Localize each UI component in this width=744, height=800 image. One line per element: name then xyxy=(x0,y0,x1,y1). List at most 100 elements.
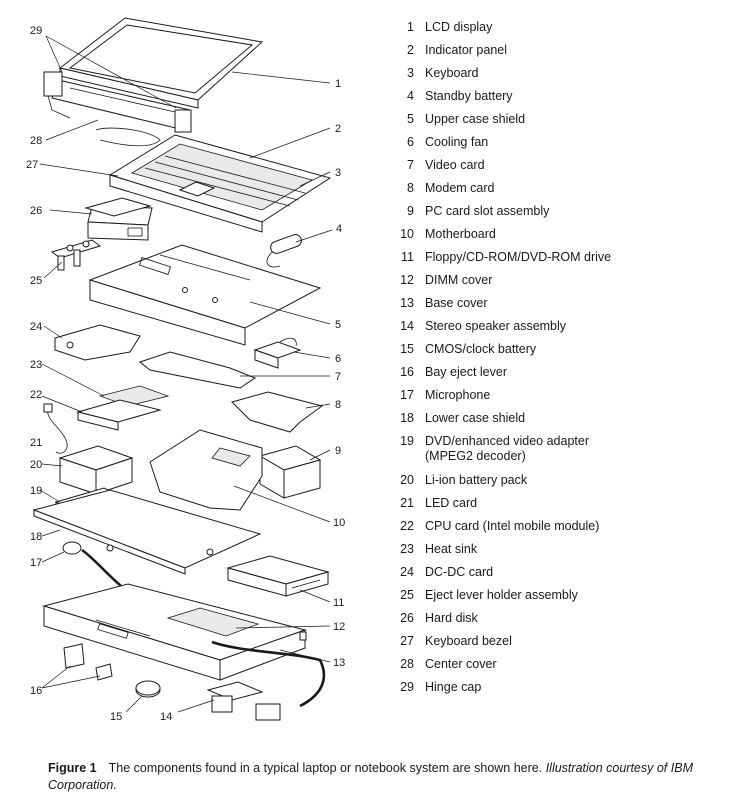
callout-numbers: 1 2 3 4 5 6 7 8 9 10 11 12 13 14 15 16 1… xyxy=(26,25,345,723)
caption-credit: Illustration courtesy of IBM Corporation… xyxy=(48,761,693,792)
legend-item-number: 28 xyxy=(400,657,414,671)
callout-14: 14 xyxy=(160,711,172,723)
legend-item-number: 8 xyxy=(407,181,414,195)
legend-item-number: 20 xyxy=(400,473,414,487)
callout-18: 18 xyxy=(30,531,42,543)
legend-item-number: 24 xyxy=(400,565,414,579)
callout-9: 9 xyxy=(335,445,341,457)
callout-15: 15 xyxy=(110,711,122,723)
cmos-battery-part xyxy=(135,680,161,698)
bay-eject-lever-part xyxy=(63,643,113,681)
lower-case-shield-part xyxy=(32,489,262,575)
callout-17: 17 xyxy=(30,557,42,569)
legend-item-label: CMOS/clock battery xyxy=(425,342,537,356)
legend-item-label: DVD/enhanced video adapter (MPEG2 decode… xyxy=(425,434,590,463)
callout-7: 7 xyxy=(335,371,341,383)
legend-item-label: LCD display xyxy=(425,20,493,34)
legend-item-label: Li-ion battery pack xyxy=(425,473,528,487)
legend-item-number: 3 xyxy=(407,66,414,80)
legend-item-label: Lower case shield xyxy=(425,411,526,425)
callout-12: 12 xyxy=(333,621,345,633)
legend-item-label: DIMM cover xyxy=(425,273,493,287)
callout-5: 5 xyxy=(335,319,341,331)
legend-item-number: 22 xyxy=(400,519,414,533)
legend-item-number: 6 xyxy=(407,135,414,149)
legend-item-number: 4 xyxy=(407,89,414,103)
legend-item-number: 21 xyxy=(400,496,414,510)
legend-item-label: Bay eject lever xyxy=(425,365,507,379)
hard-disk-part xyxy=(84,197,152,217)
video-card-part xyxy=(138,351,257,389)
lcd-display-part xyxy=(43,17,264,133)
legend-item-label: Indicator panel xyxy=(425,43,508,57)
legend-item-number: 23 xyxy=(400,542,414,556)
callout-13: 13 xyxy=(333,657,345,669)
legend-item-label: Keyboard bezel xyxy=(425,634,512,648)
legend-item-number: 15 xyxy=(400,342,414,356)
legend-item-label: Microphone xyxy=(425,388,491,402)
callout-28: 28 xyxy=(30,135,42,147)
legend-item-number: 26 xyxy=(400,611,414,625)
center-cover-part xyxy=(95,127,161,147)
callout-29: 29 xyxy=(30,25,42,37)
legend-item-number: 5 xyxy=(407,112,414,126)
legend-item-label: Hard disk xyxy=(425,611,478,625)
motherboard-part xyxy=(149,429,263,511)
callout-10: 10 xyxy=(333,517,345,529)
legend-item-label: Video card xyxy=(425,158,485,172)
led-card-part xyxy=(47,407,68,454)
legend-item-label: Keyboard xyxy=(425,66,479,80)
legend-item-number: 11 xyxy=(401,250,414,264)
legend-item-number: 13 xyxy=(400,296,414,310)
callout-27: 27 xyxy=(26,159,38,171)
legend-item-label: Floppy/CD-ROM/DVD-ROM drive xyxy=(425,250,612,264)
upper-case-shield-part xyxy=(88,244,322,346)
legend-item-label: Heat sink xyxy=(425,542,478,556)
legend-item-label: Hinge cap xyxy=(425,680,482,694)
li-ion-battery-part xyxy=(58,445,134,495)
callout-4: 4 xyxy=(336,223,342,235)
legend-item-number: 9 xyxy=(407,204,414,218)
legend-item-number: 17 xyxy=(400,388,414,402)
figure-label: Figure 1 xyxy=(48,761,97,775)
callout-25: 25 xyxy=(30,275,42,287)
callout-3: 3 xyxy=(335,167,341,179)
callout-1: 1 xyxy=(335,78,341,90)
legend-item-label: LED card xyxy=(425,496,478,510)
eject-lever-holder-part xyxy=(50,239,102,271)
legend-item-label: Motherboard xyxy=(425,227,496,241)
legend-item-label: Upper case shield xyxy=(425,112,526,126)
dimm-cover-part xyxy=(166,607,260,637)
callout-23: 23 xyxy=(30,359,42,371)
caption-text: The components found in a typical laptop… xyxy=(108,761,543,775)
callout-21: 21 xyxy=(30,437,42,449)
standby-battery-part xyxy=(266,234,302,268)
legend-item-number: 29 xyxy=(400,680,414,694)
keyboard-part xyxy=(108,134,332,233)
legend-item-number: 25 xyxy=(400,588,414,602)
optical-drive-part xyxy=(226,555,330,597)
leader-lines xyxy=(39,35,333,713)
cooling-fan-part xyxy=(253,337,302,369)
legend-item-number: 16 xyxy=(400,365,414,379)
callout-26: 26 xyxy=(30,205,42,217)
callout-20: 20 xyxy=(30,459,42,471)
dc-dc-card-part xyxy=(54,324,141,361)
legend-item-label: CPU card (Intel mobile module) xyxy=(425,519,600,533)
callout-2: 2 xyxy=(335,123,341,135)
callout-8: 8 xyxy=(335,399,341,411)
legend-item-number: 12 xyxy=(400,273,414,287)
callout-19: 19 xyxy=(30,485,42,497)
legend-item-label: Center cover xyxy=(425,657,497,671)
legend-item-number: 18 xyxy=(400,411,414,425)
legend-item-number: 7 xyxy=(407,158,414,172)
legend-item-label: Eject lever holder assembly xyxy=(425,588,578,602)
legend-item-number: 2 xyxy=(407,43,414,57)
figure-caption: Figure 1 The components found in a typica… xyxy=(48,760,718,794)
legend-item-label: DC-DC card xyxy=(425,565,494,579)
callout-22: 22 xyxy=(30,389,42,401)
legend-item-label: Standby battery xyxy=(425,89,513,103)
callout-24: 24 xyxy=(30,321,42,333)
exploded-view-diagram: 1 2 3 4 5 6 7 8 9 10 11 12 13 14 15 16 1… xyxy=(26,17,345,723)
